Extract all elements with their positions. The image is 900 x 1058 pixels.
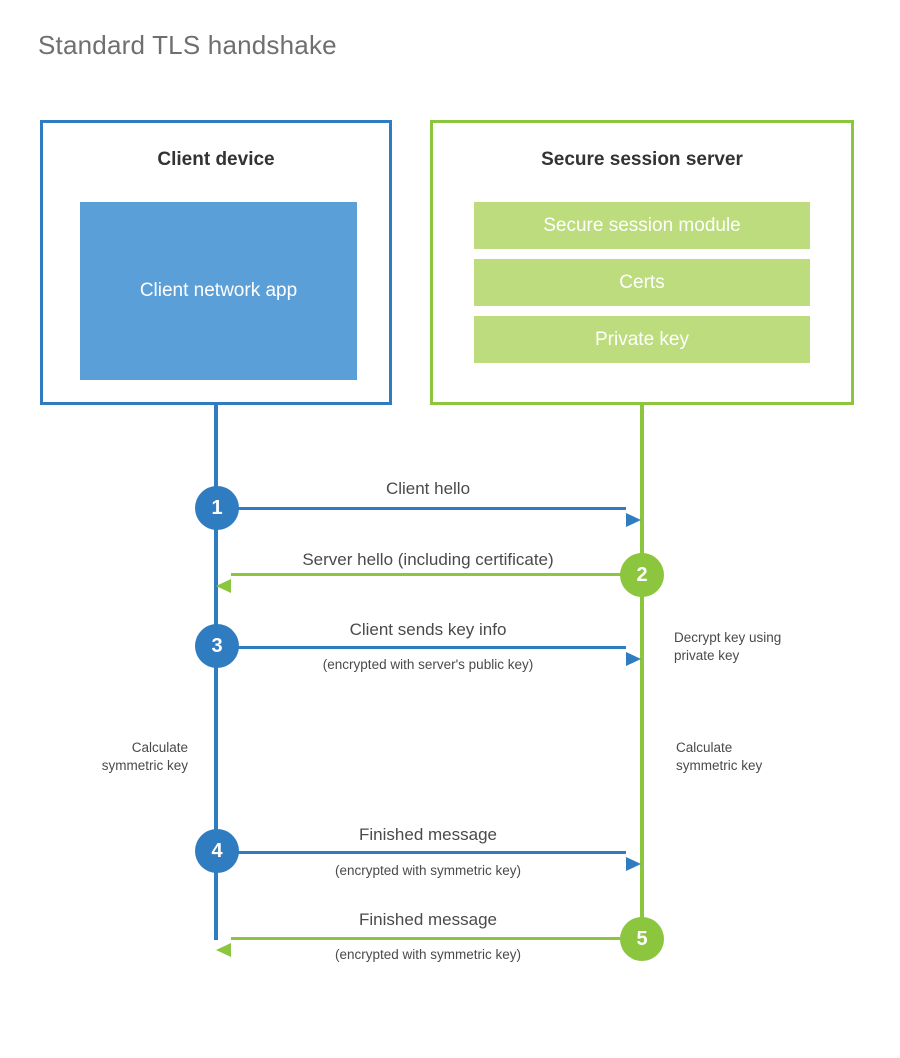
message-label-step-3: Client sends key info bbox=[349, 620, 507, 639]
client-lifeline bbox=[214, 405, 218, 940]
message-line-step-5 bbox=[231, 937, 626, 940]
arrow-head-right-icon bbox=[626, 652, 641, 666]
message-sublabel-step-5: (encrypted with symmetric key) bbox=[334, 947, 522, 962]
arrow-head-left-icon bbox=[216, 943, 231, 957]
note-server-calculate-symmetric-key: Calculate symmetric key bbox=[676, 740, 763, 774]
server-module-private-key: Private key bbox=[474, 316, 810, 363]
server-module-certs: Certs bbox=[474, 259, 810, 306]
message-label-step-4: Finished message bbox=[359, 825, 497, 844]
server-lifeline bbox=[640, 405, 644, 940]
client-network-app-block: Client network app bbox=[80, 202, 357, 380]
secure-session-server-title: Secure session server bbox=[541, 149, 743, 170]
page-title: Standard TLS handshake bbox=[38, 30, 337, 60]
message-line-step-4 bbox=[216, 851, 626, 854]
secure-session-server-box: Secure session server Secure session mod… bbox=[430, 120, 854, 405]
client-device-box: Client device Client network app bbox=[40, 120, 392, 405]
step-circle-1: 1 bbox=[195, 486, 239, 530]
step-circle-4: 4 bbox=[195, 829, 239, 873]
message-line-step-1 bbox=[216, 507, 626, 510]
step-circle-2: 2 bbox=[620, 553, 664, 597]
server-module-secure-session-module: Secure session module bbox=[474, 202, 810, 249]
step-circle-5: 5 bbox=[620, 917, 664, 961]
arrow-head-right-icon bbox=[626, 513, 641, 527]
message-label-step-2: Server hello (including certificate) bbox=[302, 550, 554, 569]
message-label-step-1: Client hello bbox=[385, 479, 471, 498]
server-module-list: Secure session module Certs Private key bbox=[474, 202, 810, 363]
client-device-title: Client device bbox=[157, 149, 275, 170]
message-label-step-5: Finished message bbox=[359, 910, 497, 929]
message-sublabel-step-4: (encrypted with symmetric key) bbox=[334, 863, 522, 878]
note-server-decrypt: Decrypt key using private key bbox=[674, 630, 782, 664]
message-sublabel-step-3: (encrypted with server's public key) bbox=[322, 657, 534, 672]
step-circle-3: 3 bbox=[195, 624, 239, 668]
arrow-head-right-icon bbox=[626, 857, 641, 871]
note-client-calculate-symmetric-key: Calculate symmetric key bbox=[101, 740, 188, 774]
message-line-step-3 bbox=[216, 646, 626, 649]
arrow-head-left-icon bbox=[216, 579, 231, 593]
message-line-step-2 bbox=[231, 573, 626, 576]
